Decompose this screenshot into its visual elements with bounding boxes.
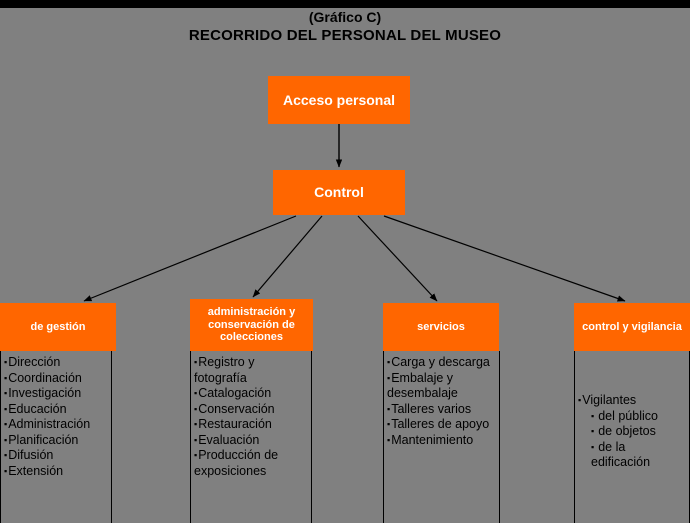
diagram-title: (Gráfico C) RECORRIDO DEL PERSONAL DEL M… <box>0 8 690 46</box>
connector-control-to-vigilancia <box>383 215 626 302</box>
list-item: Administración <box>4 417 108 433</box>
list-item: Investigación <box>4 386 108 402</box>
list-item: Coordinación <box>4 371 108 387</box>
category-header-administracion[interactable]: administración y conservación de colecci… <box>190 299 313 351</box>
list-item: del público <box>578 409 686 425</box>
list-item: Dirección <box>4 355 108 371</box>
list-item: Restauración <box>194 417 308 433</box>
category-list-servicios: Carga y descargaEmbalaje y desembalajeTa… <box>383 351 500 523</box>
title-line-main: RECORRIDO DEL PERSONAL DEL MUSEO <box>188 27 502 44</box>
list-item: Planificación <box>4 433 108 449</box>
list-item: Vigilantes <box>578 393 686 409</box>
list-item: Difusión <box>4 448 108 464</box>
title-line-subtitle: (Gráfico C) <box>308 9 382 25</box>
list-item: Talleres varios <box>387 402 496 418</box>
node-acceso-personal[interactable]: Acceso personal <box>268 76 410 124</box>
category-header-gestion[interactable]: de gestión <box>0 303 116 351</box>
list-item: Educación <box>4 402 108 418</box>
category-header-control-vigilancia[interactable]: control y vigilancia <box>574 303 690 351</box>
list-item: Mantenimiento <box>387 433 496 449</box>
list-item: Talleres de apoyo <box>387 417 496 433</box>
list-item: Conservación <box>194 402 308 418</box>
list-item: Embalaje y desembalaje <box>387 371 496 402</box>
list-item: de objetos <box>578 424 686 440</box>
category-header-servicios[interactable]: servicios <box>383 303 499 351</box>
top-black-bar <box>0 0 690 8</box>
list-item: Catalogación <box>194 386 308 402</box>
category-list-gestion: DirecciónCoordinaciónInvestigaciónEducac… <box>0 351 112 523</box>
connector-control-to-administracion <box>252 215 323 298</box>
list-item: Carga y descarga <box>387 355 496 371</box>
category-list-administracion: Registro y fotografíaCatalogaciónConserv… <box>190 351 312 523</box>
list-item: Evaluación <box>194 433 308 449</box>
list-item: de la edificación <box>578 440 686 471</box>
category-list-control-vigilancia: Vigilantesdel públicode objetosde la edi… <box>574 351 690 523</box>
connector-control-to-gestion <box>83 215 297 302</box>
list-item: Extensión <box>4 464 108 480</box>
connector-control-to-servicios <box>357 215 438 302</box>
list-item: Registro y fotografía <box>194 355 308 386</box>
list-item: Producción de exposiciones <box>194 448 308 479</box>
node-control[interactable]: Control <box>273 170 405 215</box>
